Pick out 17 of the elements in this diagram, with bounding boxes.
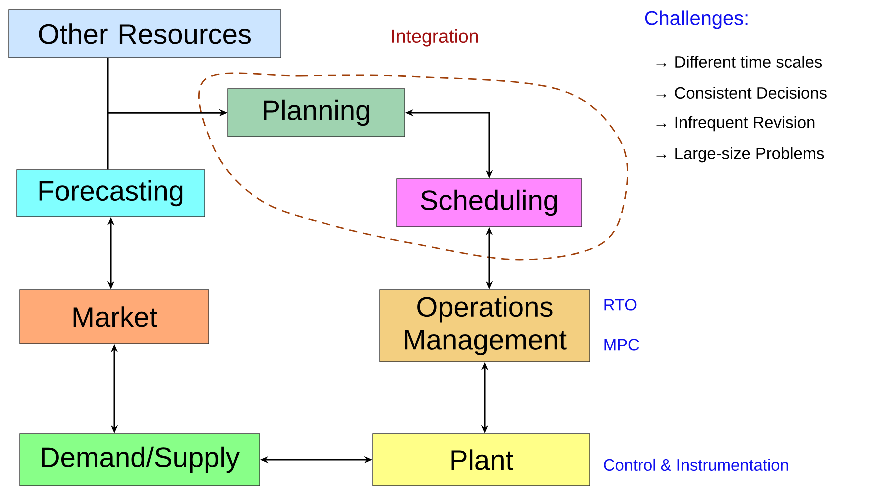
- process-box: Market: [20, 290, 210, 344]
- process-box: Plant: [372, 434, 590, 486]
- list-item: → Different time scales: [656, 56, 822, 68]
- annotation-label: MPC: [604, 339, 640, 351]
- process-box: Operations Management: [380, 290, 590, 362]
- annotation-label: RTO: [604, 299, 637, 311]
- list-item: → Large-size Problems: [656, 147, 824, 163]
- process-box: Scheduling: [396, 178, 582, 228]
- process-box: Forecasting: [16, 170, 206, 218]
- process-box: Other Resources: [8, 10, 282, 58]
- node-label: Integration: [392, 29, 478, 47]
- list-item: → Consistent Decisions: [656, 86, 827, 100]
- process-box: Planning: [228, 88, 406, 138]
- process-box: Demand/Supply: [20, 434, 260, 486]
- list-item: → Infrequent Revision: [656, 116, 815, 132]
- annotation-label: Control & Instrumentation: [604, 458, 788, 472]
- heading: Challenges:: [645, 10, 748, 30]
